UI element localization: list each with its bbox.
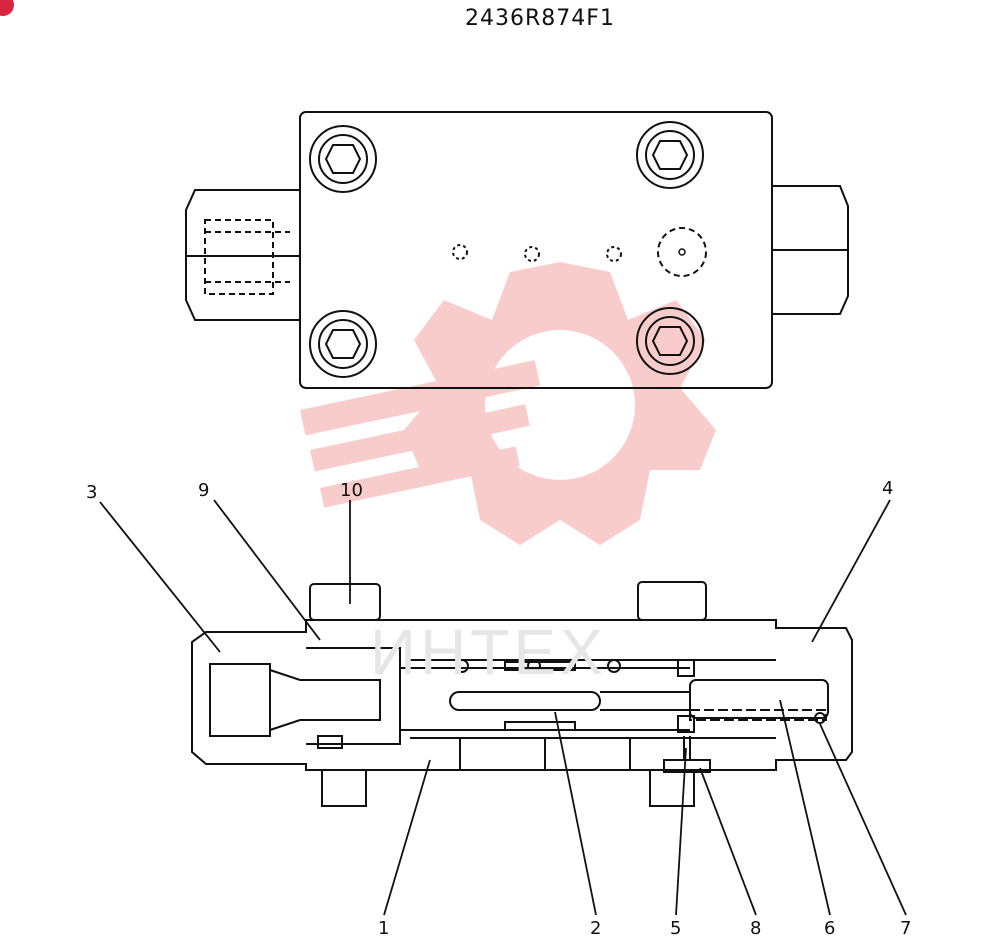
- port-hole-1: [452, 244, 468, 260]
- callout-4: 4: [882, 478, 893, 499]
- corner-logo-icon: [0, 0, 14, 16]
- spool: [449, 691, 601, 711]
- port-hole-3: [606, 246, 622, 262]
- bolt-bottom-right-icon: [636, 307, 704, 375]
- callout-5: 5: [670, 918, 681, 939]
- callout-3: 3: [86, 482, 97, 503]
- port-hole-large: [657, 227, 707, 277]
- callouts: 3 9 10 4 1 2 5 8 6 7: [86, 478, 911, 939]
- section-view: [191, 581, 853, 807]
- section-bolt-shank-left: [321, 769, 367, 807]
- section-bolt-shank-right: [649, 769, 695, 807]
- plug: [663, 759, 711, 773]
- piston: [689, 679, 829, 719]
- callout-9: 9: [198, 480, 209, 501]
- callout-2: 2: [590, 918, 601, 939]
- callout-6: 6: [824, 918, 835, 939]
- left-fitting-bore: [209, 663, 271, 737]
- section-bolt-head-left: [309, 583, 381, 621]
- check-ball: [814, 712, 826, 724]
- bolt-top-left-icon: [309, 125, 377, 193]
- bolt-bottom-left-icon: [309, 310, 377, 378]
- section-bolt-head-right: [637, 581, 707, 621]
- port-hole-2: [524, 246, 540, 262]
- watermark-text: ИНТЕХ: [370, 616, 607, 688]
- section-body: [191, 619, 853, 771]
- leader-lines: [99, 499, 907, 916]
- callout-10: 10: [340, 480, 363, 501]
- callout-7: 7: [900, 918, 911, 939]
- callout-8: 8: [750, 918, 761, 939]
- part-number-title: 2436R874F1: [465, 6, 615, 31]
- callout-1: 1: [378, 918, 389, 939]
- bolt-top-right-icon: [636, 121, 704, 189]
- watermark-gear-icon: [300, 262, 716, 545]
- top-view: [185, 111, 849, 389]
